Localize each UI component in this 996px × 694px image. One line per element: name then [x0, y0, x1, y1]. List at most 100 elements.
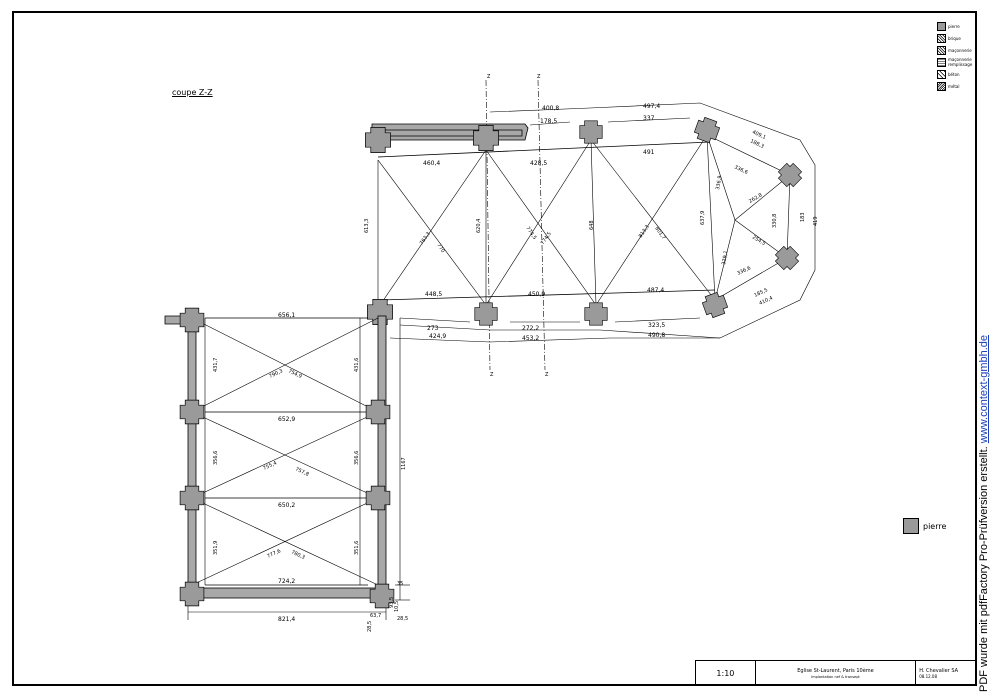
dim-nave-bot-3: 487,4: [647, 287, 664, 294]
dim-tr-5: 821,4: [278, 616, 295, 623]
dim-diag-1: 763,3: [419, 231, 432, 246]
legend-label: maçonnerie: [948, 47, 972, 53]
dim-tr-s5: 28,5: [397, 616, 408, 622]
legend-swatch-metal: [937, 81, 946, 91]
legend-item: maçonnerie: [937, 44, 973, 56]
dim-diag-4: 774,5: [540, 231, 553, 246]
dim-tr-v6: 351,6: [354, 541, 360, 555]
legend-pierre: pierre: [903, 518, 946, 534]
dim-nave-bot-1: 448,5: [425, 291, 442, 298]
dim-tr-s3: 63,7: [370, 613, 381, 619]
legend-big-swatch: [903, 518, 919, 534]
dim-apse-1: 409,1: [751, 129, 767, 140]
pier-n3: [579, 120, 603, 144]
dim-apse-9: 254,5: [751, 235, 766, 247]
legend-label: béton: [948, 71, 960, 77]
dim-nave-ext-6: 490,8: [648, 332, 665, 339]
pier-t1: [179, 307, 205, 333]
dim-apse-7: 183: [800, 212, 806, 222]
watermark-text: PDF wurde mit pdfFactory Pro-Prüfversion…: [978, 446, 990, 692]
dim-tr-v4: 356,6: [354, 451, 360, 465]
dim-tr-total: 1167: [401, 457, 407, 470]
drawing-sheet: [12, 11, 977, 686]
legend-big-label: pierre: [923, 521, 947, 531]
nave-north-wall-fill: [377, 129, 523, 137]
dim-tr-s1: 35: [397, 581, 403, 587]
dim-nave-bot-2: 450,9: [528, 291, 545, 298]
dim-tr-4: 724,2: [278, 578, 295, 585]
dim-diag-3: 774,5: [524, 226, 537, 241]
dim-nave-ext-5: 453,2: [522, 335, 539, 342]
company-name: H. Chevalier SA: [919, 668, 958, 674]
pier-t2: [179, 399, 205, 425]
legend-swatch-brique: [937, 33, 946, 43]
dim-nave-ext-4: 424,9: [429, 333, 446, 340]
pier-t4: [179, 581, 205, 607]
dim-apse-11: 336,6: [736, 265, 752, 276]
dim-nave-ext-1: 273: [427, 325, 439, 332]
dim-apse-4: 336,9: [715, 175, 723, 190]
dim-tr-s2: 10,5: [394, 601, 400, 612]
dim-nave-ext-3: 323,5: [648, 322, 665, 329]
dim-nave-top-3: 497,4: [643, 103, 660, 110]
legend-swatch-pierre: [937, 21, 946, 31]
dim-nave-mid-3: 491: [643, 149, 655, 156]
legend-label: pierre: [948, 23, 960, 29]
dim-apse-2: 188,3: [749, 138, 765, 149]
dim-diag-5: 813,3: [638, 224, 651, 239]
dim-tr-2: 652,9: [278, 416, 295, 423]
dim-nave-mid-1: 460,4: [423, 160, 440, 167]
dim-tr-s4: 28,5: [367, 621, 373, 632]
section-title: coupe Z-Z: [172, 88, 213, 97]
pier-apse-1: [774, 159, 806, 191]
watermark-link[interactable]: www.context-gmbh.de: [978, 334, 990, 444]
axis-z-1: Z: [487, 74, 491, 80]
scale-value: 1:10: [716, 669, 735, 678]
pier-s4: [700, 290, 730, 320]
dim-apse-10: 329,1: [721, 250, 729, 265]
dim-nave-top-2: 178,5: [540, 118, 557, 125]
dim-diag-6: 801,7: [653, 226, 666, 241]
dim-vert-3: 648: [589, 220, 595, 230]
legend-item: béton: [937, 68, 973, 80]
project-name: Eglise St-Laurent, Paris 10ème: [797, 668, 874, 674]
dim-tr-1: 656,1: [278, 312, 295, 319]
dim-vert-2: 620,4: [476, 219, 482, 233]
drawing-date: 08.12.08: [919, 674, 938, 679]
dim-tr-d2: 754,9: [287, 368, 303, 379]
legend-label: maçonnerie remplissage: [948, 57, 973, 67]
dim-tr-v3: 356,6: [213, 451, 219, 465]
legend-item: pierre: [937, 20, 973, 32]
axis-z-3: Z: [490, 372, 494, 378]
legend-item: métal: [937, 80, 973, 92]
dim-tr-d1: 790,3: [268, 368, 284, 379]
dim-vert-1: 613,3: [364, 219, 370, 233]
transept-lines: [187, 317, 410, 620]
legend-swatch-beton: [937, 69, 946, 79]
pier-s3: [584, 302, 608, 326]
title-block-scale: 1:10: [696, 661, 756, 686]
nave-structure-lines: [377, 79, 816, 371]
title-block-project: Eglise St-Laurent, Paris 10ème Implantat…: [756, 661, 917, 686]
pier-t3: [179, 485, 205, 511]
dim-tr-d3: 755,4: [262, 460, 278, 471]
dim-tr-d6: 780,3: [290, 549, 306, 560]
dim-apse-3: 336,6: [733, 164, 749, 175]
axis-z-4: Z: [545, 372, 549, 378]
legend-swatch-remplissage: [937, 57, 946, 67]
material-legend: pierre brique maçonnerie maçonnerie remp…: [937, 20, 973, 92]
nave-north-wall: [371, 123, 529, 151]
dim-vert-4: 637,9: [700, 211, 706, 225]
dimension-labels: 400,8 178,5 497,4 337 460,4 428,5 491 44…: [213, 74, 819, 632]
dim-tr-v1: 431,7: [213, 358, 219, 372]
dim-apse-12: 185,5: [753, 287, 769, 298]
pier-s2: [474, 302, 498, 326]
title-block: 1:10 Eglise St-Laurent, Paris 10ème Impl…: [695, 660, 977, 686]
dim-diag-2: 770: [435, 243, 445, 254]
dim-tr-d4: 757,8: [294, 466, 310, 477]
dim-nave-top-4: 337: [643, 115, 655, 122]
dim-apse-13: 410,4: [758, 295, 774, 306]
dim-nave-mid-2: 428,5: [530, 160, 547, 167]
legend-swatch-maconnerie: [937, 45, 946, 55]
